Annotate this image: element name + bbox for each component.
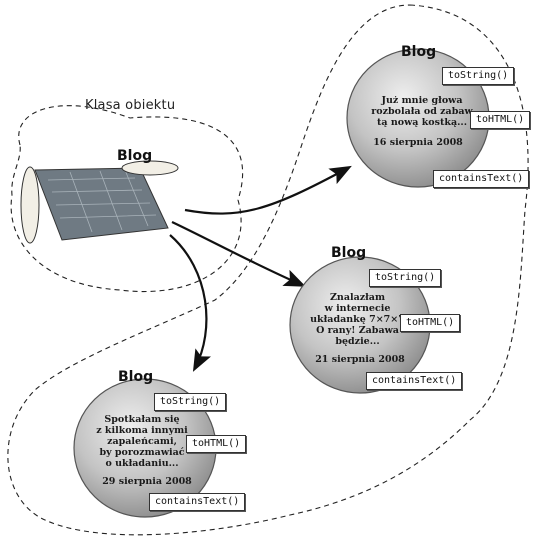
object-1-line: Już mnie głowa bbox=[381, 95, 463, 106]
objects-boundary bbox=[7, 4, 529, 536]
object-2-line: Znalazłam bbox=[329, 292, 386, 303]
object-1-date: 16 sierpnia 2008 bbox=[373, 137, 463, 148]
object-3-tohtml-method: toHTML() bbox=[186, 435, 247, 453]
object-2-text: Znalazłam w internecie układankę 7×7×7 O… bbox=[300, 292, 415, 347]
class-label: Klasa obiektu bbox=[85, 98, 176, 113]
object-3-text: Spotkałam się z kilkoma innymi zapaleńca… bbox=[84, 414, 200, 469]
object-2-tohtml-method: toHTML() bbox=[400, 314, 461, 332]
object-3-tostring-method: toString() bbox=[154, 393, 227, 411]
arrow-to-object-2 bbox=[171, 221, 307, 287]
object-1-text: Już mnie głowa rozbolała od zabaw tą now… bbox=[368, 95, 476, 128]
object-1-title: Blog bbox=[401, 44, 437, 60]
object-3-line: z kilkoma innymi bbox=[96, 425, 188, 436]
object-1-line: rozbolała od zabaw bbox=[371, 106, 473, 117]
object-2-tostring-method: toString() bbox=[369, 269, 442, 287]
object-3-title: Blog bbox=[118, 369, 154, 385]
object-3-containstext-method: containsText() bbox=[149, 493, 246, 511]
object-2-line: układankę 7×7×7 bbox=[310, 314, 405, 325]
class-boundary bbox=[10, 105, 244, 292]
object-3-line: zapaleńcami, bbox=[107, 436, 177, 447]
object-1-tohtml-method: toHTML() bbox=[470, 111, 531, 129]
object-3-date: 29 sierpnia 2008 bbox=[102, 476, 192, 487]
object-1-line: tą nową kostką... bbox=[376, 117, 468, 128]
object-3-line: Spotkałam się bbox=[104, 414, 180, 425]
object-2-date: 21 sierpnia 2008 bbox=[315, 354, 405, 365]
object-2-line: będzie... bbox=[335, 336, 380, 347]
object-3-line: o układaniu... bbox=[105, 458, 179, 469]
object-1-tostring-method: toString() bbox=[442, 67, 515, 85]
class-name: Blog bbox=[117, 148, 153, 164]
object-2-title: Blog bbox=[331, 245, 367, 261]
object-3-line: by porozmawiać bbox=[99, 447, 185, 458]
object-2-containstext-method: containsText() bbox=[366, 372, 463, 390]
arrow-to-object-3 bbox=[169, 234, 211, 372]
blueprint-icon bbox=[20, 160, 179, 244]
object-1-containstext-method: containsText() bbox=[433, 170, 530, 188]
arrow-to-object-1 bbox=[184, 165, 352, 215]
object-2-line: O rany! Zabawa bbox=[316, 325, 399, 336]
object-2-line: w internecie bbox=[324, 303, 391, 314]
